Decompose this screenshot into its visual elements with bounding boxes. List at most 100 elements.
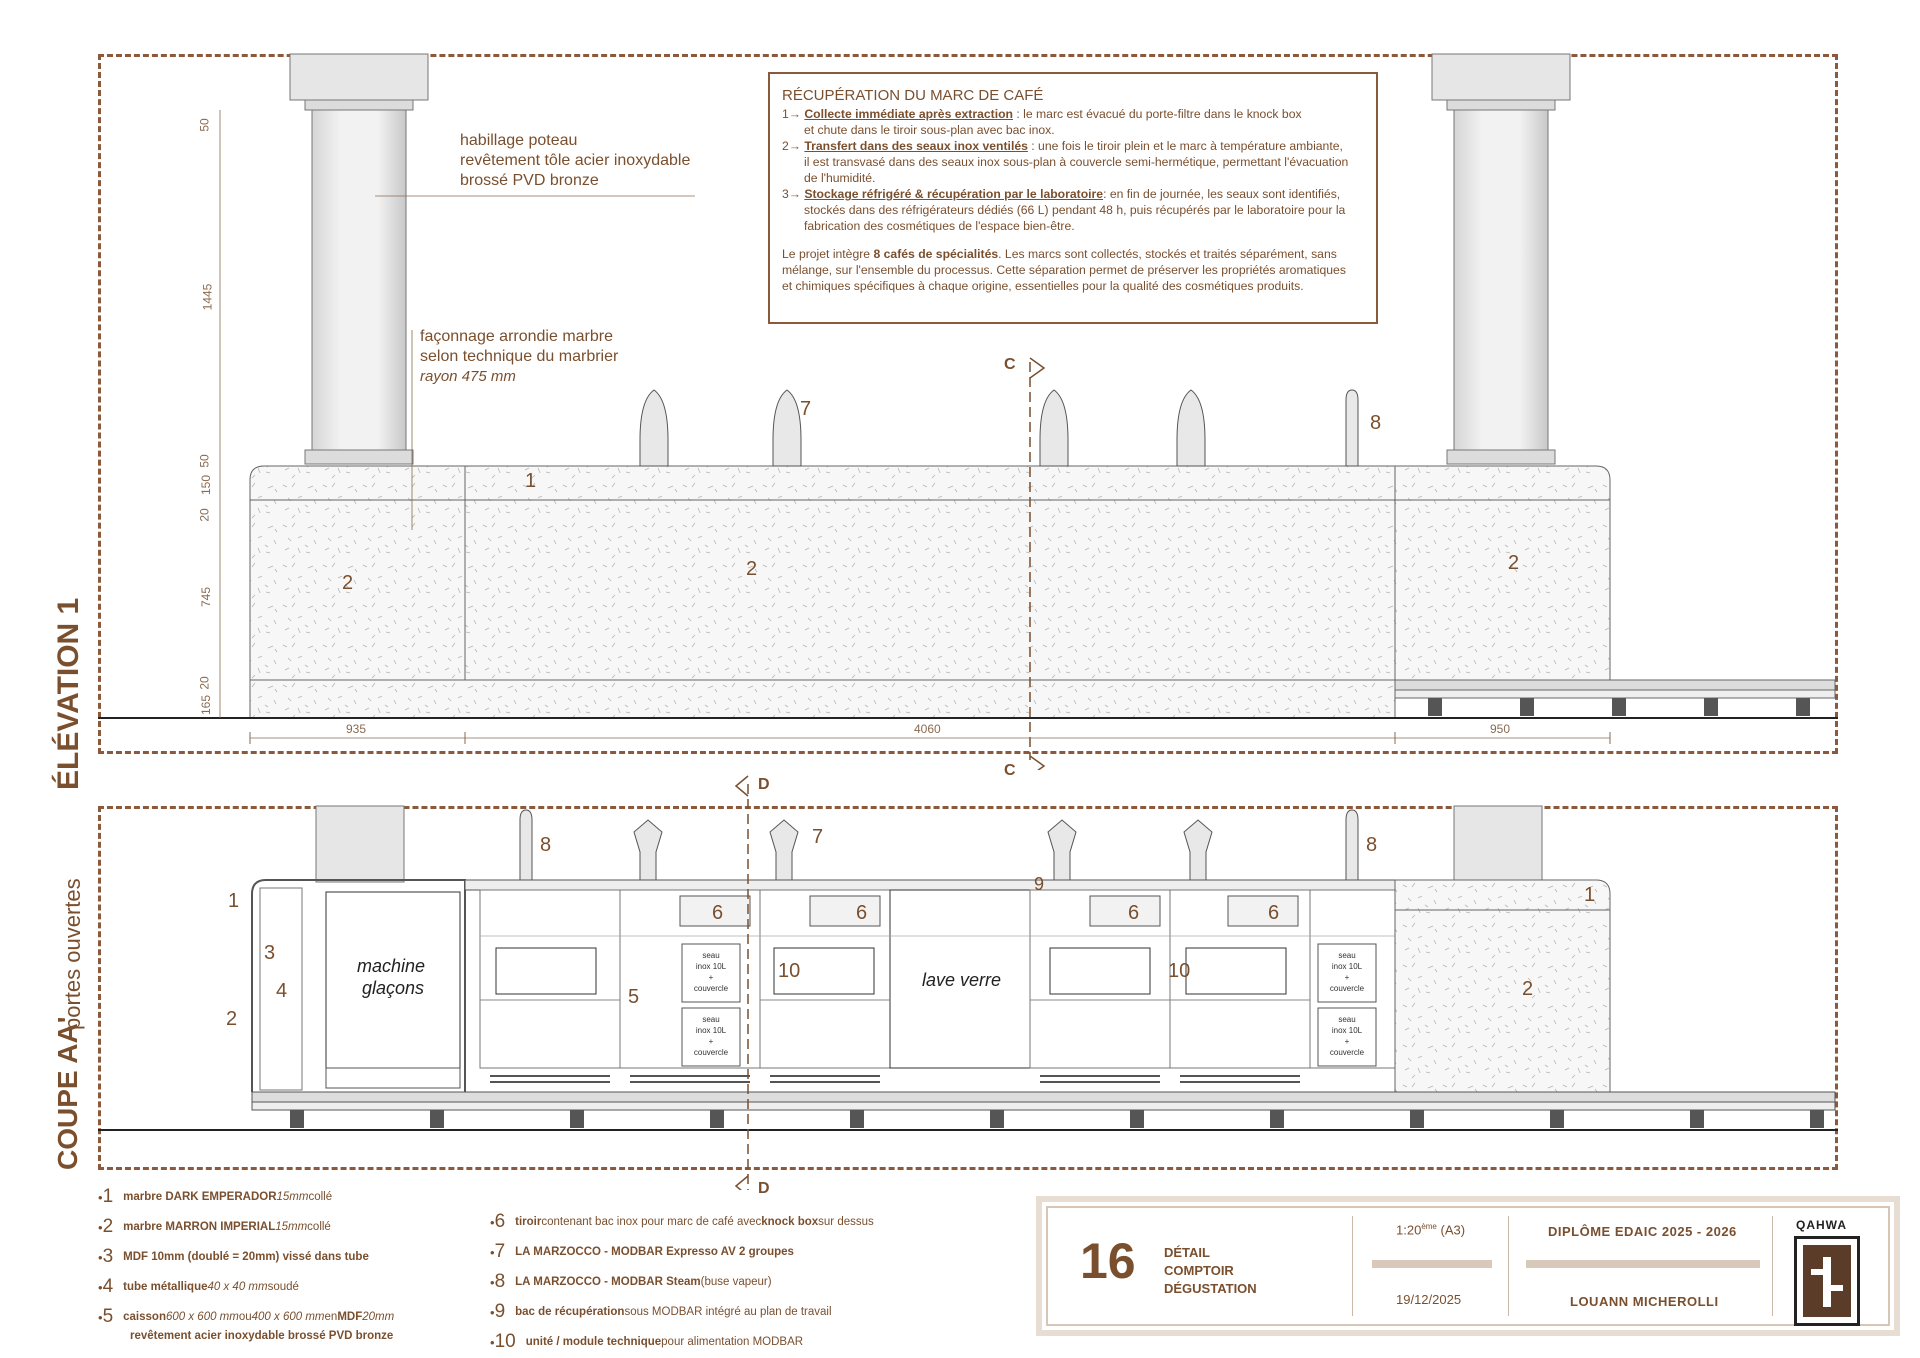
info-step2-cont1: il est transvasé dans des seaux inox sou… [804,155,1349,169]
callout-poteau-line1: habillage poteau [460,132,578,149]
dim-horiz-950: 950 [1490,722,1511,736]
info-step3: 3→ Stockage réfrigéré & récupération par… [782,187,1341,201]
legend-text: 15mm [276,1191,309,1203]
marker-6-coupe-d: 6 [1268,902,1280,924]
marker-6-coupe-c: 6 [1128,902,1140,924]
info-para-line2: mélange, sur l'ensemble du processus. Ce… [782,263,1346,277]
divider-2 [1508,1216,1509,1316]
marker-7-elev: 7 [800,398,812,420]
callout-poteau-line3: brossé PVD bronze [460,172,599,189]
bullet-icon: • [490,1244,495,1260]
legend-number: 7 [494,1241,506,1262]
info-step1-cont: et chute dans le tiroir sous-plan avec b… [804,123,1055,137]
marker-2-coupe-right: 2 [1522,978,1534,1000]
info-box-title: RÉCUPÉRATION DU MARC DE CAFÉ [782,87,1044,104]
legend-number: 5 [102,1306,114,1327]
callout-marbre-line1: façonnage arrondie marbre [420,328,614,345]
legend-text: LA MARZOCCO - MODBAR Expresso AV 2 group… [515,1246,794,1258]
legend-text: sur dessus [818,1216,874,1228]
info-box-marc: RÉCUPÉRATION DU MARC DE CAFÉ 1→ Collecte… [768,72,1378,324]
marker-9-coupe: 9 [1034,874,1045,894]
machine-glacons-line1: machine [357,956,426,976]
dim-vert-20b: 20 [197,676,212,690]
elevation-drawing [98,53,1838,770]
sheet-number: 16 [1080,1233,1136,1289]
dim-vert-20a: 20 [197,508,212,522]
marker-10-coupe-b: 10 [1168,960,1191,982]
legend-text: ou [238,1311,252,1323]
dim-vert-165: 165 [199,694,214,716]
marker-5-coupe: 5 [628,986,640,1008]
marker-1-coupe-right: 1 [1584,884,1596,906]
marker-3-coupe: 3 [264,942,276,964]
legend-number: 1 [102,1186,114,1207]
info-para-line3: et chimiques spécifiques à chaque origin… [782,279,1304,293]
diploma-bar [1526,1260,1760,1268]
legend-text: MDF 10mm (doublé = 20mm) vissé dans tube [123,1251,369,1263]
bullet-icon: • [490,1304,495,1320]
marker-6-coupe-b: 6 [856,902,868,924]
legend-text: collé [307,1221,331,1233]
dim-vert-1445: 1445 [200,283,215,311]
info-para-line1: Le projet intègre 8 cafés de spécialités… [782,247,1337,261]
legend-text: 20mm [362,1311,395,1323]
dim-vert-50a: 50 [197,118,212,132]
legend-number: 6 [494,1211,506,1232]
bullet-icon: • [98,1249,103,1265]
section-cut-d-top: D [758,776,770,793]
marker-2-elev-right: 2 [1508,552,1520,574]
info-step3-cont2: fabrication des cosmétiques de l'espace … [804,219,1075,233]
legend-text: caisson [123,1311,166,1323]
info-step1: 1→ Collecte immédiate après extraction :… [782,107,1302,121]
callout-marbre-line2: selon technique du marbrier [420,348,619,365]
legend-number: 2 [102,1216,114,1237]
legend-text: en [324,1311,338,1323]
legend-text: bac de récupération [515,1306,625,1318]
bullet-icon: • [490,1274,495,1290]
brand-logo-icon [1794,1236,1860,1326]
legend-text: 40 x 40 mm [207,1281,268,1293]
sheet-title: DÉTAIL COMPTOIR DÉGUSTATION [1164,1245,1257,1296]
diploma: DIPLÔME EDAIC 2025 - 2026 [1548,1224,1737,1239]
marker-8-coupe-right: 8 [1366,834,1378,856]
marker-2-elev-left: 2 [342,572,354,594]
marker-6-coupe-a: 6 [712,902,724,924]
dim-horiz-4060: 4060 [914,722,941,736]
bullet-icon: • [98,1309,103,1325]
bullet-icon: • [98,1219,103,1235]
legend-text: marbre DARK EMPERADOR [123,1191,277,1203]
legend-number: 9 [494,1301,506,1322]
marker-8-coupe-left: 8 [540,834,552,856]
coupe-drawing [98,775,1838,1190]
divider-1 [1352,1216,1353,1316]
marker-4-coupe: 4 [276,980,288,1002]
section-cut-d-bottom: D [758,1180,770,1197]
legend-number: 4 [102,1276,114,1297]
callout-marbre-line3: rayon 475 mm [420,368,516,385]
legend-text: knock box [761,1216,819,1228]
author: LOUANN MICHEROLLI [1570,1294,1719,1309]
bullet-icon: • [98,1279,103,1295]
bullet-icon: • [490,1214,495,1230]
legend-text: (buse vapeur) [700,1276,772,1288]
section-cut-c-bottom: C [1004,762,1016,779]
legend-text: 600 x 600 mm [165,1311,239,1323]
marker-8-elev: 8 [1370,412,1382,434]
marker-7-coupe: 7 [812,826,824,848]
legend-number: 8 [494,1271,506,1292]
dim-vert-50b: 50 [197,454,212,468]
info-step2-cont2: de l'humidité. [804,171,876,185]
dim-horiz-935: 935 [346,722,367,736]
